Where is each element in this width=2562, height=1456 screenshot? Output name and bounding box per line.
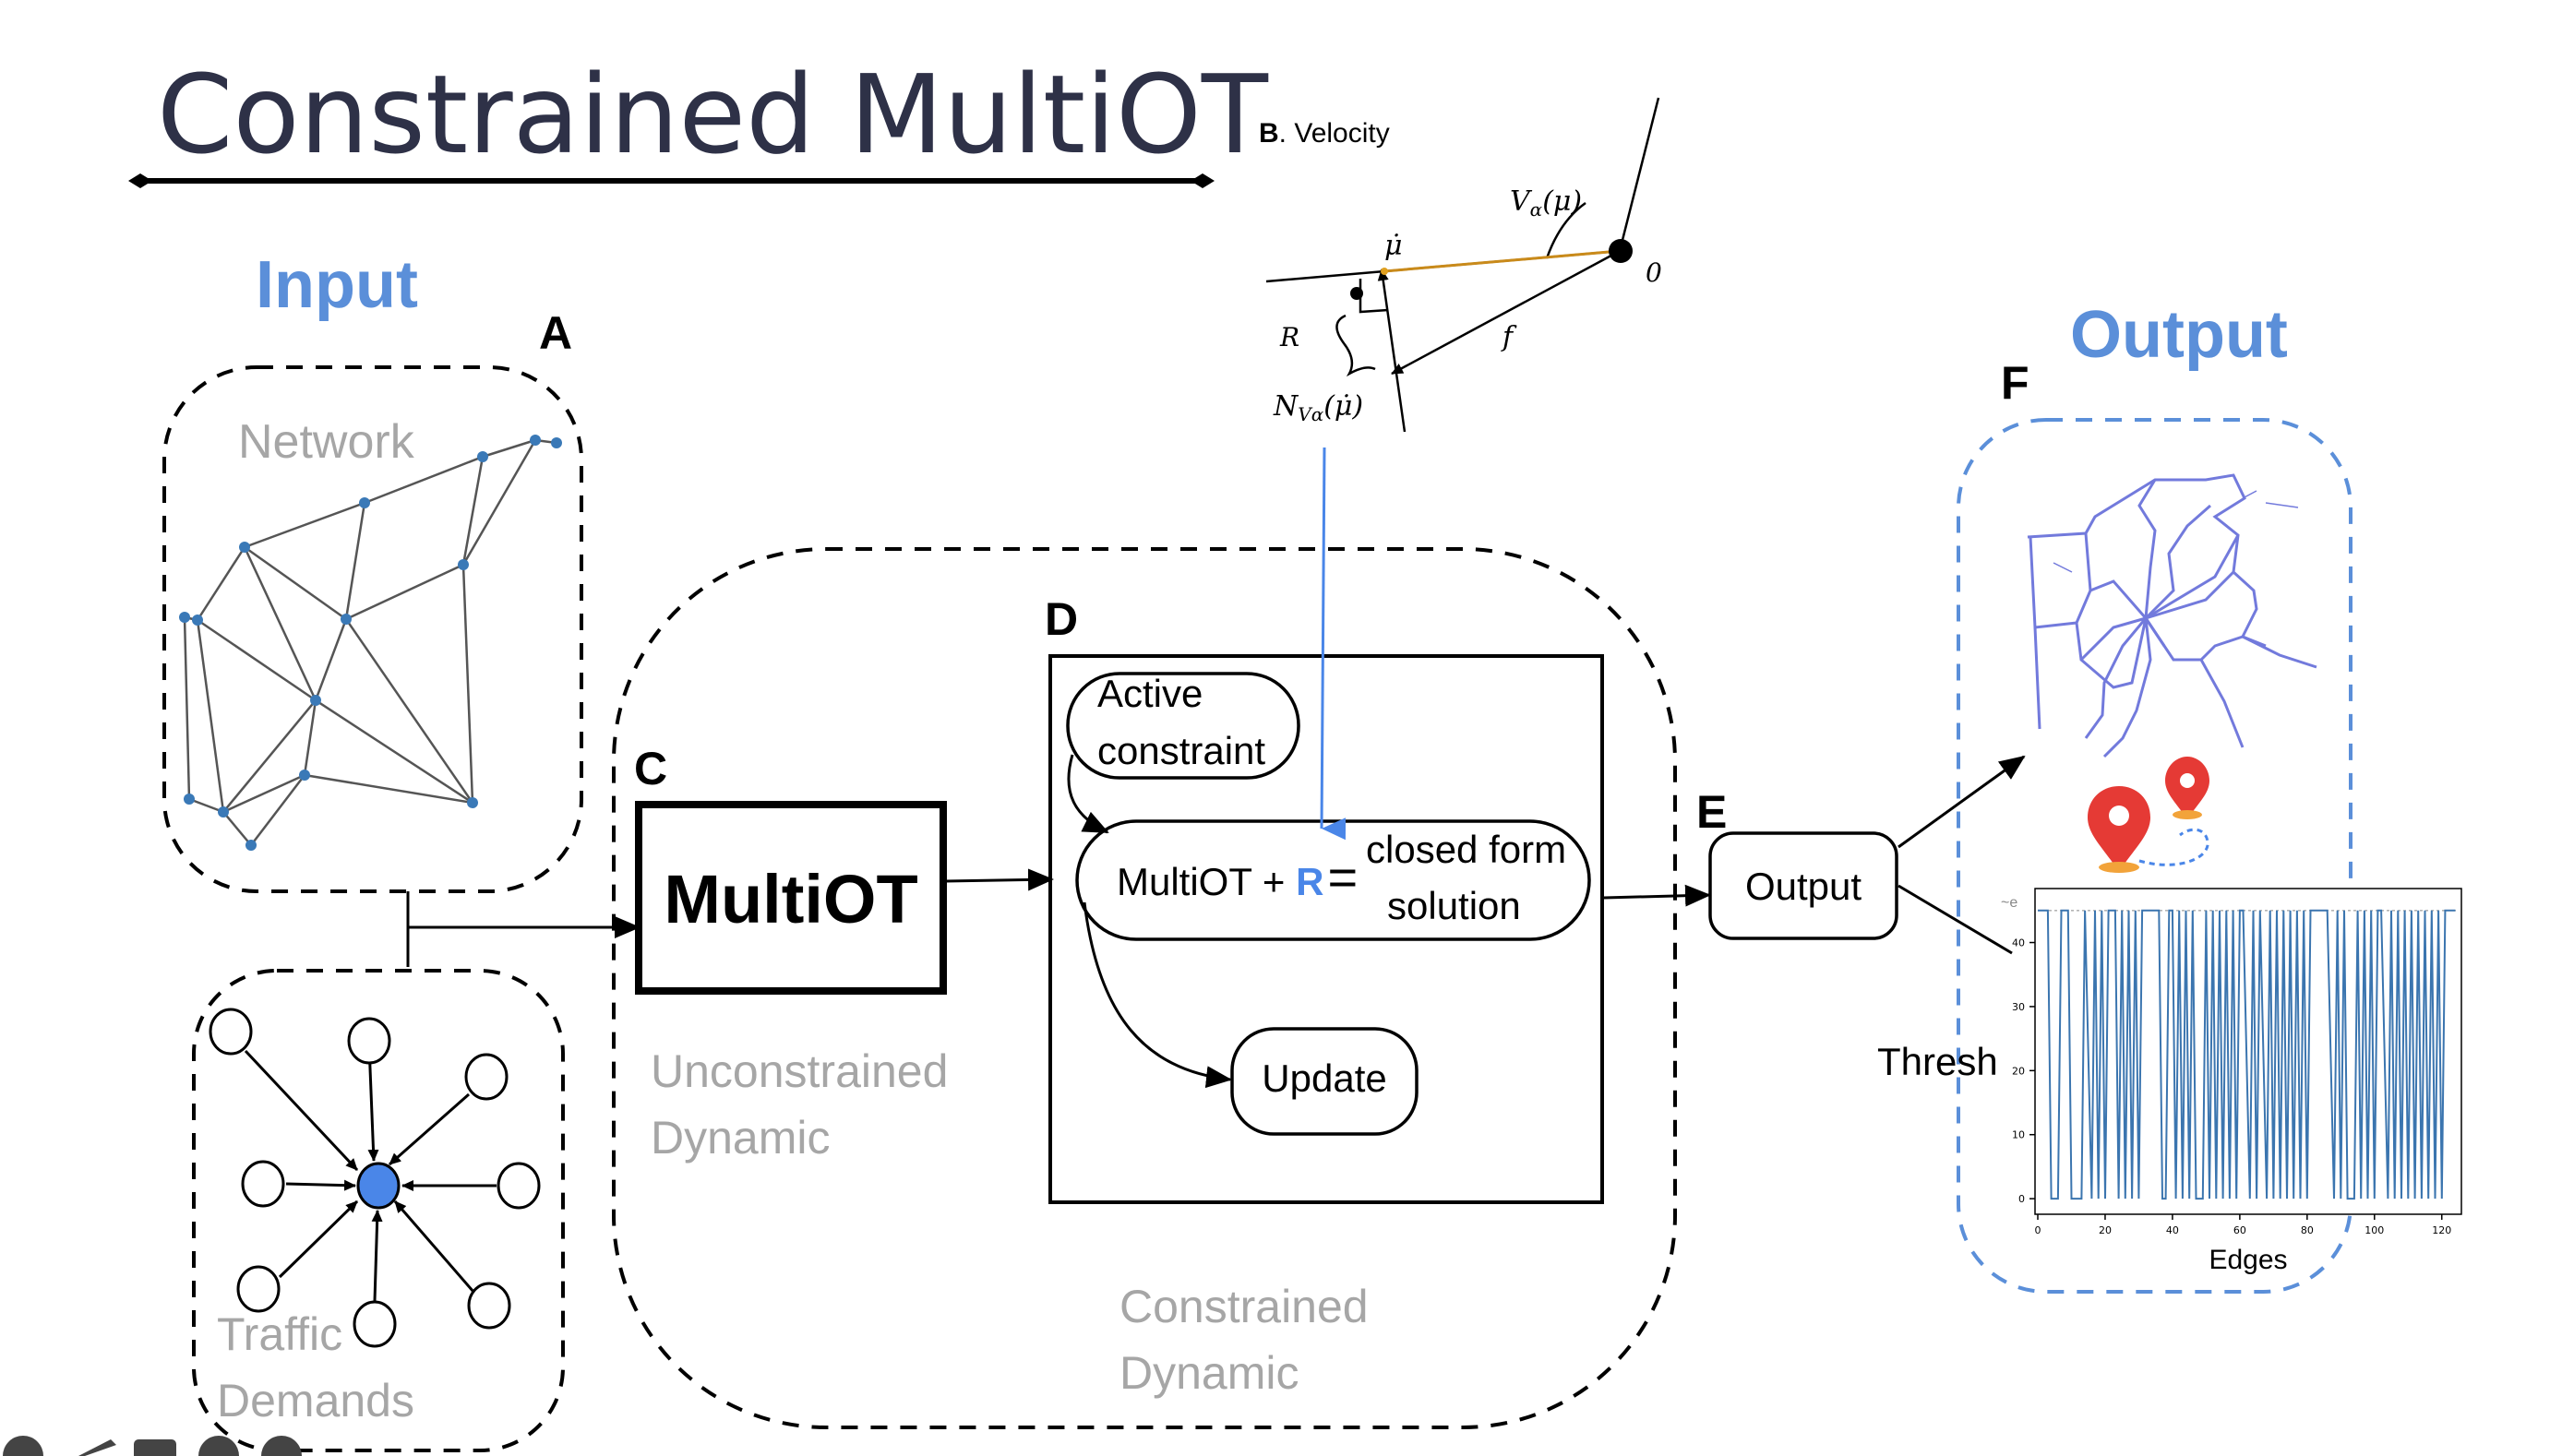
panel-d-curved-arrows (1067, 754, 1232, 1089)
demand-node (497, 1162, 541, 1210)
velocity-orange-vector (1383, 249, 1621, 273)
constrained-dynamic-panel (612, 547, 1677, 1429)
output-box-label: Output (1745, 865, 1862, 908)
demand-center-node (356, 1162, 401, 1210)
demand-node (209, 1008, 253, 1056)
panel-d-box (1048, 654, 1604, 1204)
chart-x-axis-label: Edges (2209, 1245, 2287, 1275)
network-panel (162, 365, 583, 893)
panel-letter-a: A (539, 307, 572, 359)
panel-letter-f: F (2001, 357, 2029, 409)
map-pin-red-shadow (2099, 862, 2139, 873)
y-tick-label: 30 (2012, 1001, 2025, 1013)
y-tick-label: 40 (2012, 937, 2025, 949)
output-box (1708, 831, 1898, 940)
output-label: Output (2070, 298, 2288, 372)
active-constraint-node (1066, 672, 1300, 780)
closed-form-line1: closed form (1366, 828, 1566, 871)
panel-letter-c: C (634, 743, 667, 794)
tiny-e-label: ~e (2001, 895, 2017, 911)
bottom-toolbar[interactable] (3, 1436, 302, 1456)
equation-r: R (1296, 860, 1323, 903)
y-tick-label: 10 (2012, 1129, 2025, 1141)
unconstrained-label-line2: Dynamic (651, 1112, 830, 1164)
demand-node (347, 1017, 391, 1065)
x-tick-label: 100 (2364, 1224, 2384, 1236)
y-tick-label: 20 (2012, 1065, 2025, 1077)
arrow-c-to-d (944, 868, 1054, 891)
x-tick-label: 0 (2035, 1224, 2041, 1236)
unconstrained-label-line1: Unconstrained (651, 1045, 948, 1097)
panel-letter-e: E (1696, 786, 1727, 838)
title-underline-right-cap (1191, 173, 1215, 188)
active-constraint-line2: constraint (1097, 729, 1265, 772)
demand-node (464, 1053, 509, 1101)
x-tick-label: 80 (2301, 1224, 2314, 1236)
network-edges (183, 438, 557, 846)
input-label: Input (256, 248, 418, 322)
x-tick-label: 40 (2166, 1224, 2179, 1236)
map-pin-red-icon (2088, 786, 2150, 872)
network-nodes (179, 435, 562, 851)
origin-label: 0 (1646, 257, 1662, 288)
traffic-label-line2: Demands (217, 1375, 414, 1426)
constrained-label-line2: Dynamic (1119, 1347, 1299, 1399)
map-pin-small-hole (2180, 773, 2195, 788)
arrow-e-to-plot (1898, 884, 2013, 955)
equation-text: MultiOT + R= (1117, 848, 1358, 906)
constrained-label-line1: Constrained (1119, 1281, 1369, 1332)
blue-arrow-b-to-r (1320, 447, 1347, 841)
chart-series-line-0 (2038, 909, 2456, 1200)
mu-dot-label: μ̇ (1384, 230, 1403, 262)
traffic-label-line1: Traffic (217, 1308, 342, 1360)
update-label: Update (1262, 1056, 1386, 1100)
output-panel (1957, 418, 2352, 1294)
velocity-title: B. Velocity (1259, 118, 1390, 149)
more-icon[interactable] (198, 1436, 239, 1456)
x-tick-label: 20 (2099, 1224, 2112, 1236)
arrow-e-to-network (1898, 755, 2026, 849)
closed-form-line2: solution (1387, 884, 1521, 927)
network-label: Network (238, 415, 415, 469)
pin-route-dotted (2138, 828, 2209, 866)
demand-node (241, 1160, 285, 1208)
f-label: f (1501, 321, 1517, 353)
forward-icon[interactable] (261, 1436, 302, 1456)
demand-node (236, 1265, 281, 1313)
update-node (1230, 1027, 1419, 1136)
v-alpha-label: Vα(μ) (1510, 185, 1582, 221)
captions-icon[interactable] (134, 1439, 176, 1456)
mu-dot-point (1381, 268, 1388, 275)
demand-node (467, 1282, 511, 1330)
multiot-box-label: MultiOT (664, 861, 917, 937)
traffic-star-graph (209, 1008, 541, 1348)
map-pin-small-shadow (2173, 810, 2202, 819)
network-graph (179, 435, 562, 851)
page-title: Constrained MultiOT (157, 51, 1269, 178)
y-tick-label: 0 (2018, 1193, 2025, 1205)
title-underline-left-cap (128, 173, 152, 188)
input-connector (406, 891, 640, 967)
r-label: R (1279, 322, 1299, 352)
traffic-panel (192, 969, 565, 1452)
normal-cone-label: NVα(μ̇) (1273, 390, 1363, 425)
output-network (2027, 473, 2317, 758)
active-constraint-line1: Active (1097, 672, 1203, 715)
back-icon[interactable] (3, 1436, 43, 1456)
arrow-d-to-e (1603, 884, 1711, 907)
map-pin-red-hole (2109, 806, 2129, 826)
multiot-box (635, 801, 947, 995)
x-tick-label: 60 (2233, 1224, 2246, 1236)
projection-point (1350, 287, 1363, 300)
x-tick-label: 120 (2432, 1224, 2451, 1236)
pen-icon[interactable] (78, 1439, 116, 1456)
threshold-label: Thresh (1877, 1040, 1998, 1083)
location-pins (2088, 757, 2209, 873)
origin-point (1609, 239, 1633, 263)
demand-node (353, 1300, 397, 1348)
panel-letter-d: D (1045, 593, 1078, 645)
